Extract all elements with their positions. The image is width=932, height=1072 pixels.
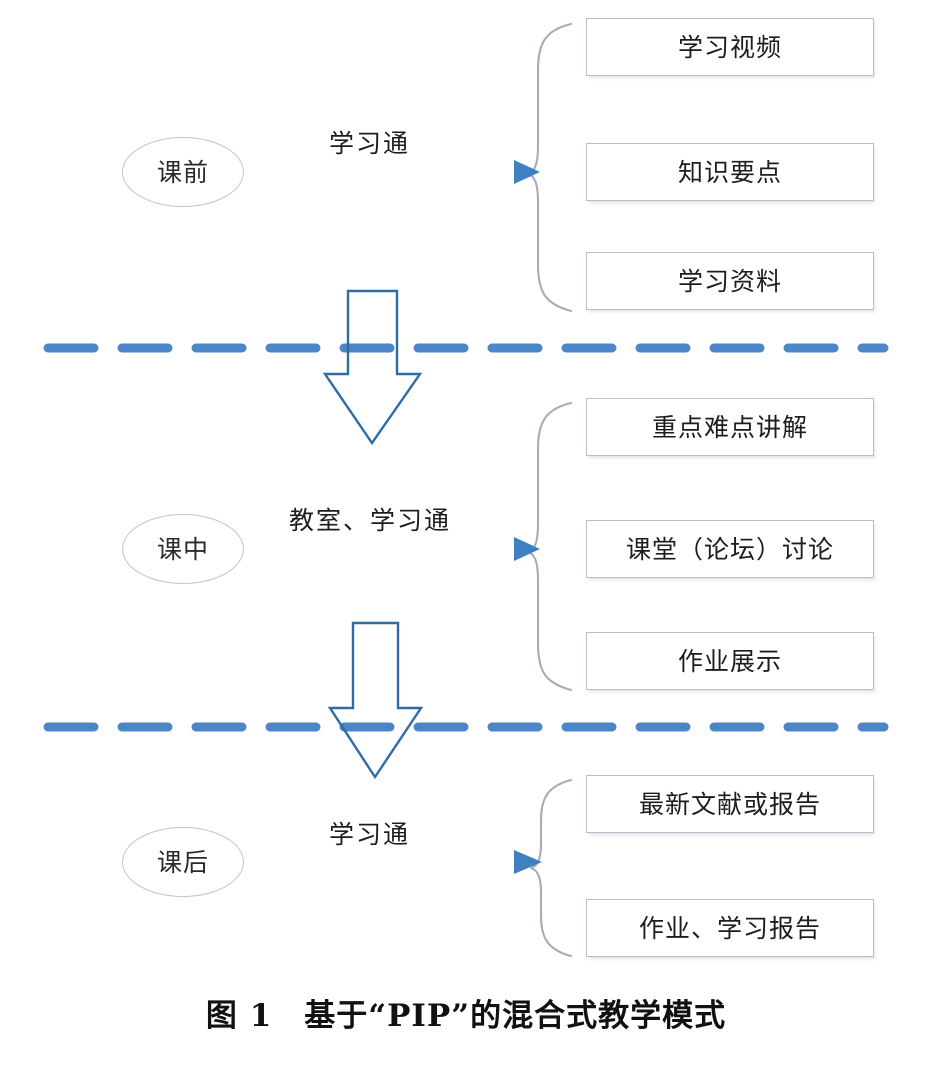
content-box-label: 学习视频	[677, 32, 782, 62]
figure-caption: 图 1 基于“PIP”的混合式教学模式	[205, 998, 727, 1034]
down-arrow-1	[322, 289, 423, 446]
arrow-post-class	[243, 850, 542, 874]
brace-in-class	[526, 401, 573, 692]
phase-node-post-class[interactable]: 课后	[122, 827, 244, 897]
edge-label-post-class: 学习通	[329, 820, 411, 849]
phase-node-pre-class[interactable]: 课前	[122, 137, 244, 207]
content-box-label: 最新文献或报告	[638, 789, 821, 819]
edge-label-in-class: 教室、学习通	[289, 506, 452, 535]
content-box-label: 作业、学习报告	[638, 913, 821, 943]
content-box[interactable]: 课堂（论坛）讨论	[586, 520, 874, 578]
content-box-label: 重点难点讲解	[651, 412, 808, 442]
content-box[interactable]: 作业、学习报告	[586, 899, 874, 957]
content-box[interactable]: 学习视频	[586, 18, 874, 76]
arrow-pre-class	[243, 160, 540, 184]
content-box-label: 课堂（论坛）讨论	[625, 534, 834, 564]
edge-label-pre-class: 学习通	[329, 129, 411, 158]
phase-node-in-class[interactable]: 课中	[122, 514, 244, 584]
brace-pre-class	[526, 22, 573, 313]
content-box[interactable]: 重点难点讲解	[586, 398, 874, 456]
content-box[interactable]: 学习资料	[586, 252, 874, 310]
content-box-label: 知识要点	[677, 157, 782, 187]
down-arrow-2	[327, 621, 424, 780]
brace-post-class	[529, 778, 573, 958]
arrow-in-class	[243, 537, 540, 561]
content-box[interactable]: 最新文献或报告	[586, 775, 874, 833]
phase-node-label: 课中	[156, 534, 209, 564]
phase-node-label: 课前	[156, 157, 209, 187]
phase-node-label: 课后	[156, 847, 209, 877]
content-box-label: 作业展示	[677, 646, 782, 676]
content-box[interactable]: 作业展示	[586, 632, 874, 690]
content-box-label: 学习资料	[677, 266, 782, 296]
content-box[interactable]: 知识要点	[586, 143, 874, 201]
